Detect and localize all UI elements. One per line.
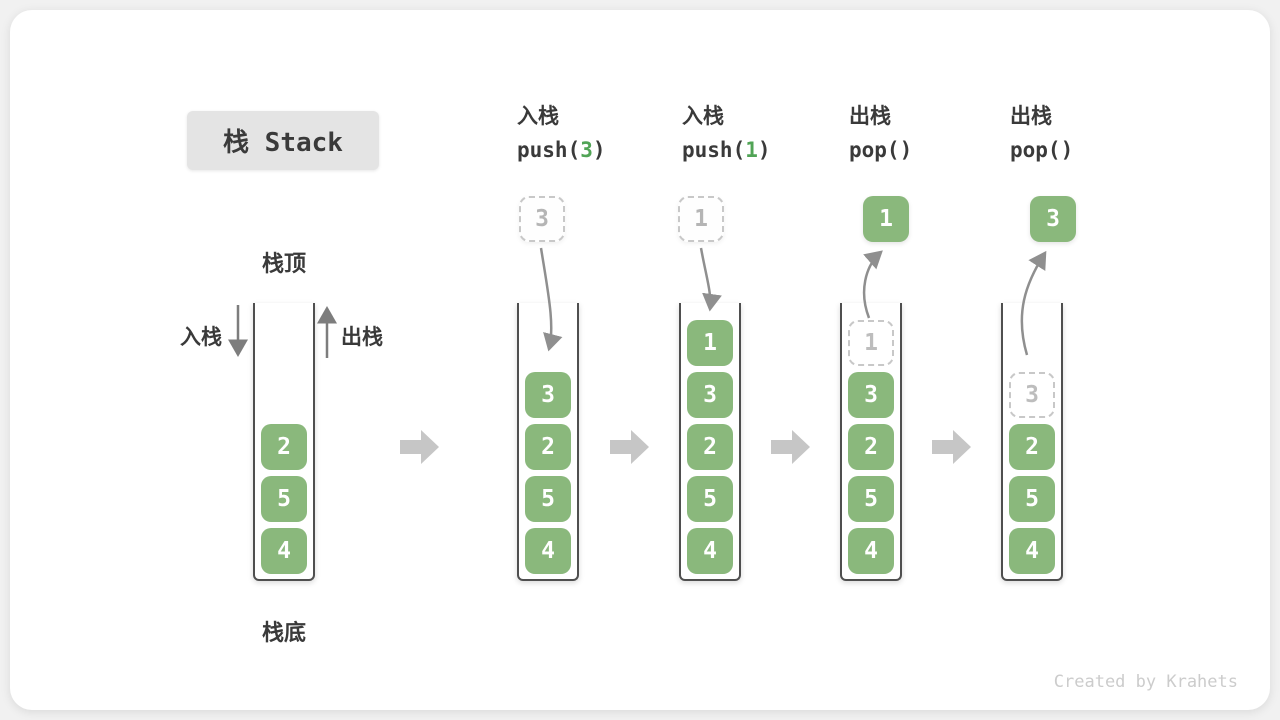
cell-value: 4 <box>541 538 555 564</box>
watermark-text: Created by Krahets <box>1053 672 1238 692</box>
stack-cell: 2 <box>848 424 894 470</box>
op-label-pop1: 出栈 pop() <box>849 106 1009 161</box>
code-pre: pop() <box>1010 138 1074 162</box>
code-num: 3 <box>580 138 593 162</box>
floating-cell-pop-3: 3 <box>1030 196 1076 242</box>
code-post: ) <box>592 138 606 162</box>
stack-cell: 5 <box>687 476 733 522</box>
stack-cell: 5 <box>1009 476 1055 522</box>
cell-value: 5 <box>864 486 878 512</box>
stack-bottom-label: 栈底 <box>261 621 306 646</box>
floating-value: 1 <box>694 206 708 232</box>
stack-cell: 4 <box>848 528 894 574</box>
title-badge: 栈 Stack <box>187 111 379 170</box>
cell-value: 5 <box>541 486 555 512</box>
code-pre: pop() <box>849 138 913 162</box>
cell-value: 5 <box>1025 486 1039 512</box>
floating-value: 3 <box>1046 206 1060 232</box>
stack-container-initial: 2 5 4 <box>253 303 315 581</box>
stack-cell: 3 <box>525 372 571 418</box>
cell-value: 2 <box>703 434 717 460</box>
code-pre: push( <box>517 138 581 162</box>
code-pre: push( <box>682 138 746 162</box>
stack-cell: 4 <box>525 528 571 574</box>
op-cn-label: 入栈 <box>682 104 724 128</box>
stack-container-pop-1: 1 3 2 5 4 <box>840 303 902 581</box>
stack-cell: 2 <box>1009 424 1055 470</box>
ghost-cell: 1 <box>848 320 894 366</box>
cell-value: 2 <box>541 434 555 460</box>
pop-side-label: 出栈 <box>341 325 383 349</box>
floating-cell-pop-1: 1 <box>863 196 909 242</box>
cell-value: 4 <box>864 538 878 564</box>
floating-value: 1 <box>879 206 893 232</box>
cell-value: 3 <box>541 382 555 408</box>
op-label-pop3: 出栈 pop() <box>1010 106 1170 161</box>
stack-cell: 4 <box>687 528 733 574</box>
stack-cell: 2 <box>261 424 307 470</box>
ghost-cell: 3 <box>1009 372 1055 418</box>
stack-cell: 2 <box>687 424 733 470</box>
stack-cell: 4 <box>1009 528 1055 574</box>
cell-value: 5 <box>703 486 717 512</box>
op-code-label: push(3) <box>517 140 677 161</box>
op-code-label: push(1) <box>682 140 842 161</box>
stack-cell: 3 <box>687 372 733 418</box>
stack-cell: 5 <box>525 476 571 522</box>
stack-container-push-1: 1 3 2 5 4 <box>679 303 741 581</box>
stack-cell: 4 <box>261 528 307 574</box>
stack-cell: 3 <box>848 372 894 418</box>
op-cn-label: 入栈 <box>517 104 559 128</box>
cell-value: 4 <box>277 538 291 564</box>
stack-cell: 5 <box>261 476 307 522</box>
cell-value: 4 <box>1025 538 1039 564</box>
op-cn-label: 出栈 <box>1010 104 1052 128</box>
title-text: 栈 Stack <box>223 128 343 158</box>
cell-value: 3 <box>864 382 878 408</box>
op-label-push3: 入栈 push(3) <box>517 106 677 161</box>
cell-value: 3 <box>703 382 717 408</box>
cell-value: 2 <box>864 434 878 460</box>
cell-value: 5 <box>277 486 291 512</box>
stack-container-push-3: 3 2 5 4 <box>517 303 579 581</box>
op-code-label: pop() <box>1010 140 1170 161</box>
floating-cell-push-1: 1 <box>678 196 724 242</box>
cell-value: 1 <box>864 330 878 356</box>
code-num: 1 <box>745 138 758 162</box>
cell-value: 4 <box>703 538 717 564</box>
op-cn-label: 出栈 <box>849 104 891 128</box>
cell-value: 1 <box>703 330 717 356</box>
floating-cell-push-3: 3 <box>519 196 565 242</box>
cell-value: 3 <box>1025 382 1039 408</box>
stack-cell: 1 <box>687 320 733 366</box>
op-code-label: pop() <box>849 140 1009 161</box>
stack-top-label: 栈顶 <box>261 252 306 277</box>
cell-value: 2 <box>277 434 291 460</box>
stack-cell: 5 <box>848 476 894 522</box>
op-label-push1: 入栈 push(1) <box>682 106 842 161</box>
stack-cell: 2 <box>525 424 571 470</box>
code-post: ) <box>757 138 771 162</box>
floating-value: 3 <box>535 206 549 232</box>
cell-value: 2 <box>1025 434 1039 460</box>
push-side-label: 入栈 <box>180 325 222 349</box>
stack-container-pop-3: 3 2 5 4 <box>1001 303 1063 581</box>
